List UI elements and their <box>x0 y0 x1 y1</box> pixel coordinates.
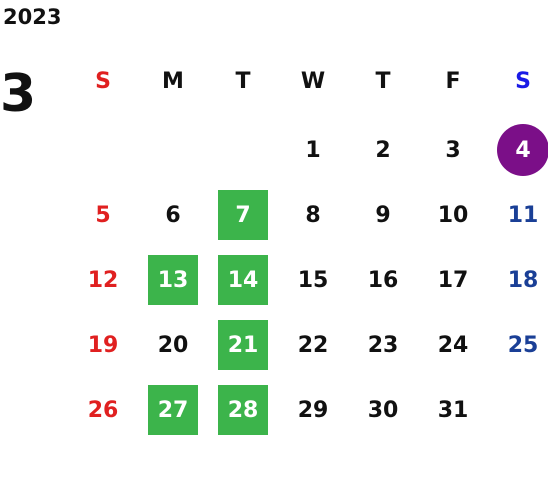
day-cell[interactable]: 24 <box>418 313 488 378</box>
day-cell[interactable]: 20 <box>138 313 208 378</box>
day-cell[interactable]: 7 <box>208 183 278 248</box>
highlight-marker <box>148 255 198 305</box>
day-number: 14 <box>227 268 259 293</box>
day-number: 4 <box>515 138 531 163</box>
day-number: 9 <box>375 203 391 228</box>
day-number: 11 <box>507 203 539 228</box>
day-cell[interactable]: 9 <box>348 183 418 248</box>
day-number: 6 <box>165 203 181 228</box>
day-number: 1 <box>305 138 321 163</box>
day-number: 29 <box>297 398 329 423</box>
day-cell[interactable]: 17 <box>418 248 488 313</box>
highlight-marker <box>148 385 198 435</box>
day-cell[interactable]: 25 <box>488 313 548 378</box>
day-number: 21 <box>227 333 259 358</box>
today-marker <box>497 124 548 176</box>
highlight-marker <box>218 190 268 240</box>
day-cell[interactable]: 8 <box>278 183 348 248</box>
day-number: 24 <box>437 333 469 358</box>
day-cell[interactable]: 23 <box>348 313 418 378</box>
day-cell[interactable]: 13 <box>138 248 208 313</box>
day-cell[interactable]: 19 <box>68 313 138 378</box>
day-cell[interactable]: 15 <box>278 248 348 313</box>
day-number: 26 <box>87 398 119 423</box>
day-cell[interactable]: 6 <box>138 183 208 248</box>
day-cell[interactable]: 5 <box>68 183 138 248</box>
day-cell[interactable]: 21 <box>208 313 278 378</box>
weekday-header-6: S <box>515 68 531 94</box>
day-cell[interactable]: 10 <box>418 183 488 248</box>
day-cell[interactable]: 31 <box>418 378 488 443</box>
day-number: 2 <box>375 138 391 163</box>
day-number: 17 <box>437 268 469 293</box>
highlight-marker <box>218 320 268 370</box>
day-cell[interactable]: 28 <box>208 378 278 443</box>
day-cell[interactable]: 26 <box>68 378 138 443</box>
day-cell[interactable]: 2 <box>348 118 418 183</box>
weekday-header-5: F <box>445 68 461 94</box>
day-cell[interactable]: 3 <box>418 118 488 183</box>
day-cell[interactable]: 1 <box>278 118 348 183</box>
weekday-header-4: T <box>375 68 391 94</box>
day-number: 22 <box>297 333 329 358</box>
day-number: 13 <box>157 268 189 293</box>
day-number: 28 <box>227 398 259 423</box>
day-number: 25 <box>507 333 539 358</box>
day-number: 23 <box>367 333 399 358</box>
day-cell[interactable]: 27 <box>138 378 208 443</box>
month-label: 3 <box>0 64 37 124</box>
day-cell[interactable]: 18 <box>488 248 548 313</box>
day-cell[interactable]: 11 <box>488 183 548 248</box>
highlight-marker <box>218 255 268 305</box>
weekday-header-0: S <box>95 68 111 94</box>
weekday-header-1: M <box>162 68 184 94</box>
day-number: 5 <box>95 203 111 228</box>
highlight-marker <box>218 385 268 435</box>
day-number: 8 <box>305 203 321 228</box>
day-number: 7 <box>235 203 251 228</box>
day-number: 3 <box>445 138 461 163</box>
year-label: 2023 <box>3 5 62 29</box>
day-cell[interactable]: 16 <box>348 248 418 313</box>
day-cell[interactable]: 29 <box>278 378 348 443</box>
weekday-header-3: W <box>300 68 326 94</box>
day-cell[interactable]: 4 <box>488 118 548 183</box>
day-number: 20 <box>157 333 189 358</box>
day-cell[interactable]: 12 <box>68 248 138 313</box>
day-cell[interactable]: 14 <box>208 248 278 313</box>
day-number: 12 <box>87 268 119 293</box>
day-cell[interactable]: 30 <box>348 378 418 443</box>
day-number: 27 <box>157 398 189 423</box>
day-number: 31 <box>437 398 469 423</box>
day-number: 10 <box>437 203 469 228</box>
day-number: 18 <box>507 268 539 293</box>
weekday-header-2: T <box>235 68 251 94</box>
day-number: 16 <box>367 268 399 293</box>
day-cell[interactable]: 22 <box>278 313 348 378</box>
day-number: 30 <box>367 398 399 423</box>
day-number: 15 <box>297 268 329 293</box>
day-number: 19 <box>87 333 119 358</box>
